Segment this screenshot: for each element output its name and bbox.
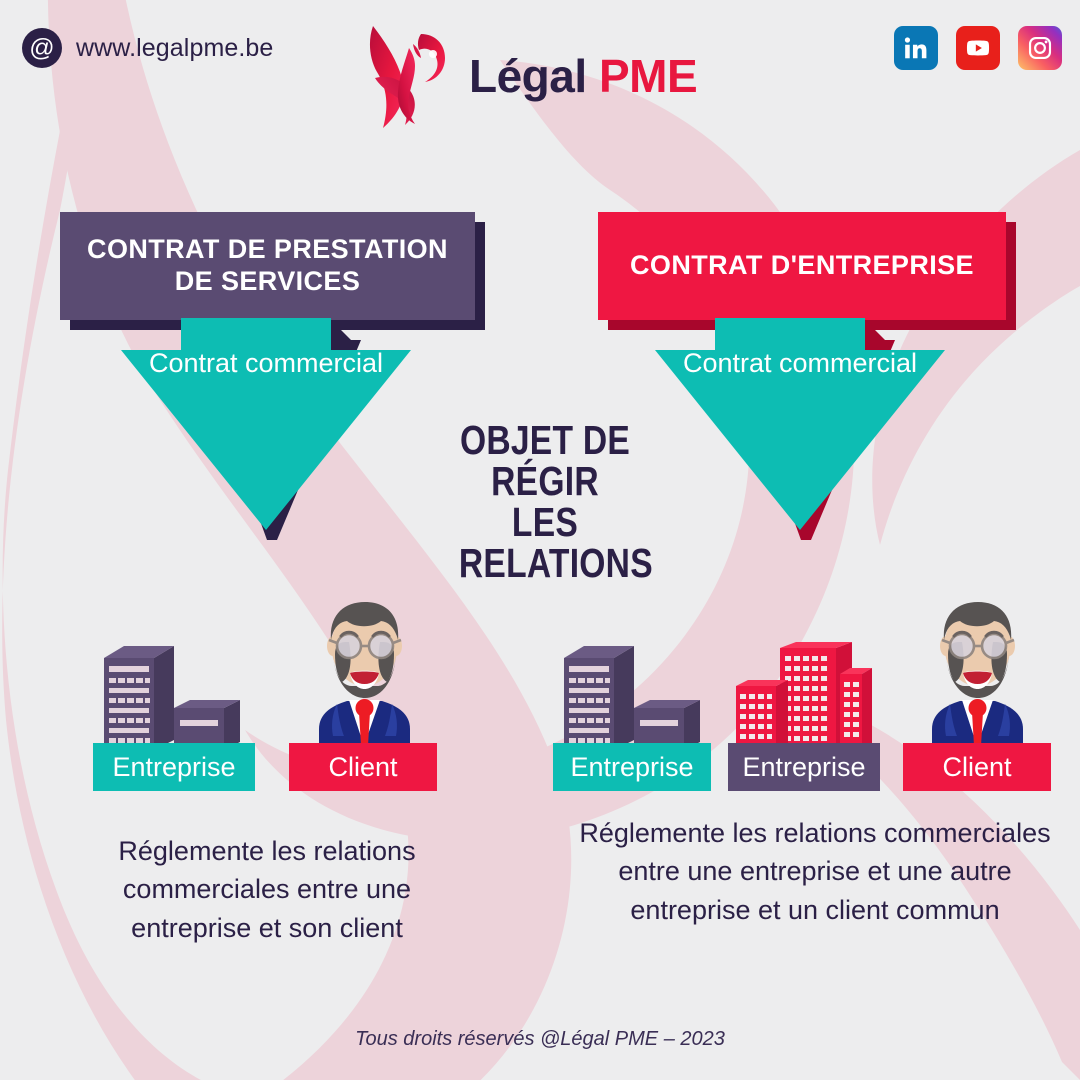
office-buildings-red-icon [736,642,872,750]
office-buildings-purple-icon-2 [564,646,700,750]
center-headline: OBJET DE RÉGIR LES RELATIONS [458,417,653,586]
footer-copyright: Tous droits réservés @Légal PME – 2023 [355,1028,725,1050]
right-entity-0-pill: Entreprise [553,743,711,791]
businessman-avatar-icon-2 [932,602,1023,754]
right-entity-2-pill: Client [903,743,1051,791]
right-description: Réglemente les relations commerciales en… [579,818,1051,925]
right-entity-0-label: Entreprise [570,751,694,782]
right-entity-1-pill: Entreprise [728,743,880,791]
left-description: Réglemente les relations commerciales en… [118,836,416,943]
right-entity-2-label: Client [942,751,1012,782]
right-entity-1-label: Entreprise [742,751,866,782]
